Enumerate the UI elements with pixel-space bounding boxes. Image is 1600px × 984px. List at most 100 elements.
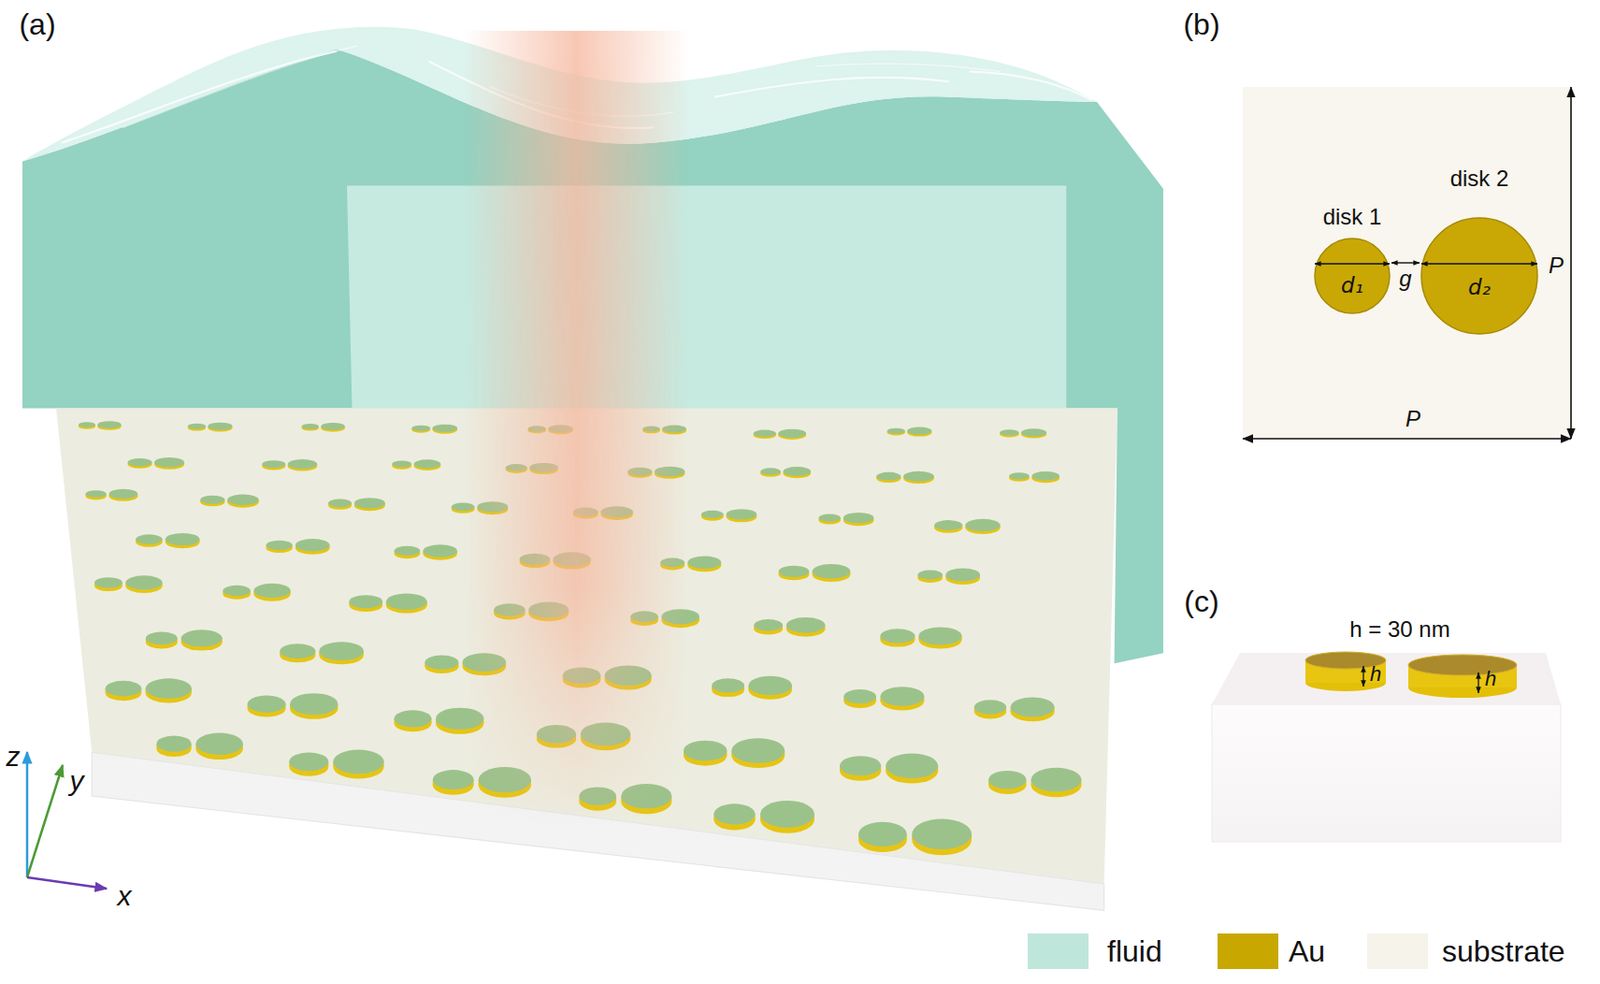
- disk-top: [222, 585, 250, 596]
- gold-disk: [394, 709, 433, 732]
- disk-shape: [1314, 238, 1390, 314]
- gold-disk-node: disk 1d₁: [1313, 237, 1391, 315]
- gold-disk: [97, 420, 121, 431]
- gold-disk: [332, 749, 384, 779]
- disk-top: [411, 425, 431, 432]
- gold-disk: [318, 641, 363, 664]
- height-label: h = 30 nm: [1349, 617, 1450, 642]
- legend-text: substrate: [1441, 935, 1566, 968]
- disk-top: [288, 459, 318, 469]
- gold-disk: [289, 692, 338, 720]
- disk-top: [988, 770, 1026, 789]
- disk-top: [247, 695, 287, 713]
- gold-disk: [109, 489, 139, 502]
- gold-disk: [843, 689, 877, 708]
- disk-top: [266, 540, 293, 550]
- gold-disk: [432, 424, 458, 434]
- gold-disk: [778, 429, 807, 440]
- disk-top: [432, 424, 458, 433]
- disk-top: [818, 513, 840, 521]
- disk-top: [348, 594, 383, 608]
- gold-disk: [934, 519, 963, 534]
- period-arrow: [1570, 86, 1572, 439]
- gold-disk: [411, 425, 431, 433]
- gold-disk: [414, 459, 441, 471]
- disk-top: [145, 631, 178, 645]
- gold-disk: [711, 677, 745, 697]
- disk-top: [701, 510, 724, 519]
- disk-top: [711, 677, 745, 692]
- gold-disk: [253, 583, 290, 602]
- axis-label: y: [70, 764, 85, 796]
- gold-disk: [302, 423, 319, 432]
- disk-top: [1031, 471, 1060, 481]
- gold-disk: [424, 654, 459, 674]
- legend-text: fluid: [1107, 935, 1163, 968]
- gold-disk: [839, 755, 881, 780]
- gold-disk: [195, 733, 243, 761]
- disk-top: [965, 518, 1000, 532]
- disk-top: [200, 495, 225, 505]
- disk-top: [394, 709, 433, 727]
- disk-top: [328, 499, 352, 508]
- gold-disk: [247, 695, 287, 718]
- gold-disk: [917, 570, 942, 584]
- gold-disk: [227, 493, 259, 507]
- disk-top: [207, 422, 232, 431]
- disk-top: [783, 466, 811, 476]
- gold-disk: [154, 457, 185, 470]
- panel-label: (c): [1183, 585, 1219, 619]
- disk-top: [261, 460, 286, 468]
- disk-top: [917, 570, 942, 580]
- period-label: P: [1548, 253, 1564, 278]
- disk-top: [295, 538, 331, 551]
- gold-disk: [748, 676, 793, 700]
- disk-top: [858, 821, 908, 847]
- substrate-top: [1211, 652, 1561, 705]
- illustration-part: [1362, 665, 1364, 687]
- legend-text: Au: [1288, 935, 1326, 968]
- gold-disk: [701, 510, 724, 521]
- gold-disk: [1031, 767, 1082, 798]
- disk-top: [887, 428, 906, 434]
- light-beam: [463, 30, 689, 827]
- disk-top: [812, 563, 851, 578]
- disk-top: [876, 472, 901, 481]
- disk-top: [320, 422, 345, 431]
- substrate-front: [1211, 704, 1561, 842]
- gold-disk: [1010, 696, 1055, 721]
- gap-arrow: [1391, 261, 1420, 263]
- gold-disk: [903, 471, 935, 484]
- axis-label: x: [117, 879, 132, 911]
- gold-disk: [348, 594, 383, 612]
- gold-disk: [261, 460, 286, 470]
- disk-top: [753, 430, 777, 438]
- disk-top: [354, 497, 386, 508]
- gold-disk: [918, 626, 962, 649]
- gold-disk: [94, 576, 123, 591]
- disk-cylinder: [1305, 651, 1386, 692]
- gold-disk: [222, 585, 250, 600]
- disk-top: [879, 628, 915, 643]
- disk-top: [105, 680, 143, 697]
- disk-top: [879, 686, 924, 707]
- disk-top: [1021, 428, 1047, 436]
- gold-disk: [200, 495, 225, 507]
- fluid-cell-illustration: [22, 27, 1164, 911]
- height-label: h: [1369, 663, 1382, 686]
- disk-top: [386, 593, 428, 610]
- gold-disk: [266, 540, 293, 553]
- disk-top: [394, 546, 421, 556]
- illustration-part: [1408, 654, 1517, 676]
- disk-top: [885, 752, 938, 779]
- legend-swatch: [1217, 933, 1279, 969]
- disk-top: [687, 556, 721, 569]
- disk-top: [128, 458, 153, 466]
- disk-top: [713, 803, 755, 824]
- gold-disk: [713, 803, 755, 830]
- gold-disk: [78, 421, 96, 429]
- disk-top: [181, 629, 223, 647]
- disk-top: [683, 740, 727, 762]
- disk-top: [903, 471, 935, 482]
- disk-top: [94, 576, 123, 588]
